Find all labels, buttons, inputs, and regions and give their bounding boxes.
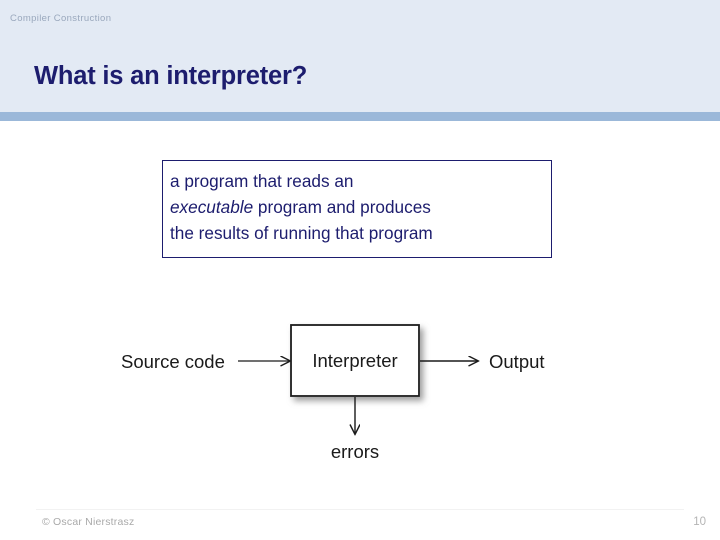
interpreter-flow-diagram: Source code Interpreter Output errors xyxy=(0,300,720,490)
definition-text: a program that reads an executable progr… xyxy=(170,168,546,246)
definition-emphasis-executable: executable xyxy=(170,197,254,217)
footer-divider-rule xyxy=(36,509,684,510)
interpreter-box-label: Interpreter xyxy=(312,350,397,371)
course-name-label: Compiler Construction xyxy=(10,13,112,24)
diagram-label-source-code: Source code xyxy=(121,351,225,372)
diagram-label-output: Output xyxy=(489,351,545,372)
diagram-label-errors: errors xyxy=(331,441,379,462)
definition-line-3: the results of running that program xyxy=(170,223,433,243)
definition-line-2-rest: program and produces xyxy=(253,197,431,217)
page-title: What is an interpreter? xyxy=(34,62,308,91)
interpreter-box xyxy=(290,324,420,397)
footer-copyright: © Oscar Nierstrasz xyxy=(42,516,135,528)
slide-header-band xyxy=(0,0,720,112)
definition-callout-box: a program that reads an executable progr… xyxy=(162,160,552,258)
page-number: 10 xyxy=(693,516,706,528)
header-divider-rule xyxy=(0,112,720,121)
definition-line-1: a program that reads an xyxy=(170,171,354,191)
